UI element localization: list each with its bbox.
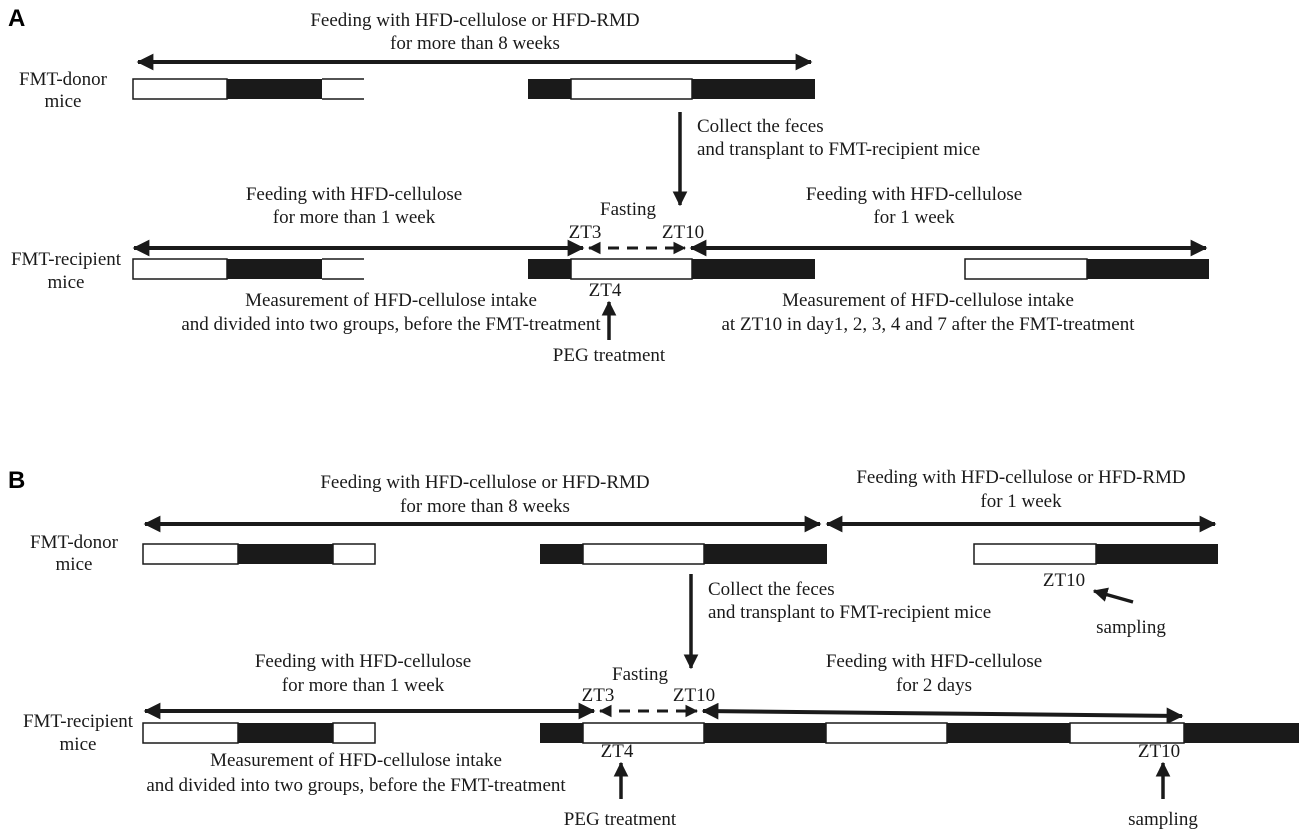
measure-after-line-2: at ZT10 in day1, 2, 3, 4 and 7 after the… bbox=[722, 314, 1136, 335]
fasting-label: Fasting bbox=[600, 199, 656, 220]
donor-feeding-line-1: Feeding with HFD-cellulose or HFD-RMD bbox=[310, 10, 639, 31]
measure-before-line-2: and divided into two groups, before the … bbox=[181, 314, 601, 335]
collect-line-2: and transplant to FMT-recipient mice bbox=[697, 139, 980, 160]
collect-line-1: Collect the feces bbox=[697, 116, 824, 137]
recipient-light-dark-bar-left bbox=[132, 258, 364, 280]
recipient-light-dark-bar-long bbox=[540, 722, 1299, 744]
recipient-feeding-before-line-1: Feeding with HFD-cellulose bbox=[255, 651, 471, 672]
recipient-after-arrow bbox=[701, 702, 1184, 725]
recipient-feeding-before-line-2: for more than 1 week bbox=[282, 675, 445, 696]
recipient-light-dark-bar-middle bbox=[528, 258, 815, 280]
zt10-label: ZT10 bbox=[673, 685, 715, 706]
recipient-label-line-1: FMT-recipient bbox=[11, 249, 122, 270]
recipient-feeding-after-line-2: for 1 week bbox=[873, 207, 955, 228]
donor-label-line-2: mice bbox=[45, 91, 82, 112]
fasting-label: Fasting bbox=[612, 664, 668, 685]
recipient-feeding-before-line-2: for more than 1 week bbox=[273, 207, 436, 228]
measure-before-line-1: Measurement of HFD-cellulose intake bbox=[245, 290, 537, 311]
collect-line-1: Collect the feces bbox=[708, 579, 835, 600]
donor-light-dark-bar-left bbox=[142, 543, 376, 565]
donor-zt10-label: ZT10 bbox=[1043, 570, 1085, 591]
collect-line-2: and transplant to FMT-recipient mice bbox=[708, 602, 991, 623]
recipient-label-line-2: mice bbox=[48, 272, 85, 293]
panel-a: A Feeding with HFD-cellulose or HFD-RMD … bbox=[8, 5, 1209, 366]
donor-light-dark-bar-middle bbox=[540, 543, 827, 565]
zt10-label: ZT10 bbox=[662, 222, 704, 243]
recipient-feeding-after-line-2: for 2 days bbox=[896, 675, 972, 696]
donor-feeding-line-2: for more than 8 weeks bbox=[400, 496, 570, 517]
recipient-feeding-after-line-1: Feeding with HFD-cellulose bbox=[806, 184, 1022, 205]
donor-label-line-1: FMT-donor bbox=[19, 69, 108, 90]
measure-after-line-1: Measurement of HFD-cellulose intake bbox=[782, 290, 1074, 311]
recipient-light-dark-bar-left bbox=[142, 722, 376, 744]
donor-light-dark-bar-right bbox=[973, 543, 1218, 565]
zt4-label: ZT4 bbox=[589, 280, 622, 301]
measure-before-line-1: Measurement of HFD-cellulose intake bbox=[210, 750, 502, 771]
donor-feeding-line-2: for more than 8 weeks bbox=[390, 33, 560, 54]
recipient-feeding-before-line-1: Feeding with HFD-cellulose bbox=[246, 184, 462, 205]
recipient-light-dark-bar-right bbox=[964, 258, 1209, 280]
zt3-label: ZT3 bbox=[569, 222, 602, 243]
peg-treatment-label: PEG treatment bbox=[564, 809, 677, 830]
recipient-feeding-after-line-1: Feeding with HFD-cellulose bbox=[826, 651, 1042, 672]
peg-treatment-label: PEG treatment bbox=[553, 345, 666, 366]
end-zt10-label: ZT10 bbox=[1138, 741, 1180, 762]
measure-before-line-2: and divided into two groups, before the … bbox=[146, 775, 566, 796]
panel-b-label: B bbox=[8, 467, 25, 494]
panel-a-label: A bbox=[8, 5, 25, 32]
end-sampling-label: sampling bbox=[1128, 809, 1198, 830]
donor-light-dark-bar-right bbox=[528, 78, 815, 100]
donor-light-dark-bar-left bbox=[132, 78, 364, 100]
donor-label-line-2: mice bbox=[56, 554, 93, 575]
donor-label-line-1: FMT-donor bbox=[30, 532, 119, 553]
donor-sampling-arrow bbox=[1092, 587, 1134, 604]
recipient-label-line-2: mice bbox=[60, 734, 97, 755]
zt3-label: ZT3 bbox=[582, 685, 615, 706]
panel-b: B Feeding with HFD-cellulose or HFD-RMD … bbox=[8, 467, 1299, 830]
donor-sampling-label: sampling bbox=[1096, 617, 1166, 638]
zt4-label: ZT4 bbox=[601, 741, 634, 762]
donor-feeding-after-line-2: for 1 week bbox=[980, 491, 1062, 512]
recipient-label-line-1: FMT-recipient bbox=[23, 711, 134, 732]
donor-feeding-line-1: Feeding with HFD-cellulose or HFD-RMD bbox=[320, 472, 649, 493]
donor-feeding-after-line-1: Feeding with HFD-cellulose or HFD-RMD bbox=[856, 467, 1185, 488]
